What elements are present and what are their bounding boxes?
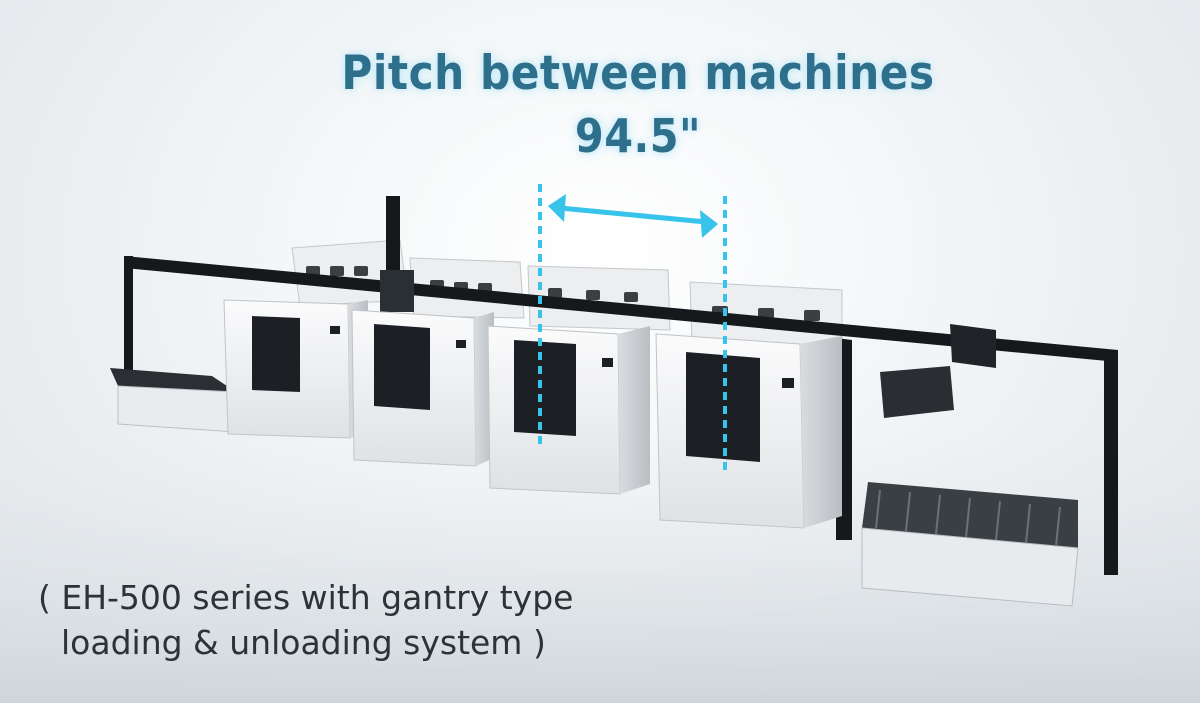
loading-bench <box>110 368 237 433</box>
machine-3 <box>487 325 650 495</box>
unloading-conveyor <box>861 324 1079 607</box>
arrow-head-left <box>548 194 566 222</box>
title-line-1: Pitch between machines <box>341 46 935 101</box>
dimension-arrow-shaft <box>559 205 707 225</box>
caption-line-2: loading & unloading system ) <box>61 623 546 662</box>
machine-1 <box>223 299 368 439</box>
caption-line-1: ( EH-500 series with gantry type <box>38 578 574 617</box>
machine-4 <box>655 333 842 529</box>
machine-2 <box>351 309 494 467</box>
pitch-dimension <box>538 184 727 470</box>
arrow-head-right <box>700 210 718 238</box>
title-line-2: 94.5" <box>574 109 702 163</box>
